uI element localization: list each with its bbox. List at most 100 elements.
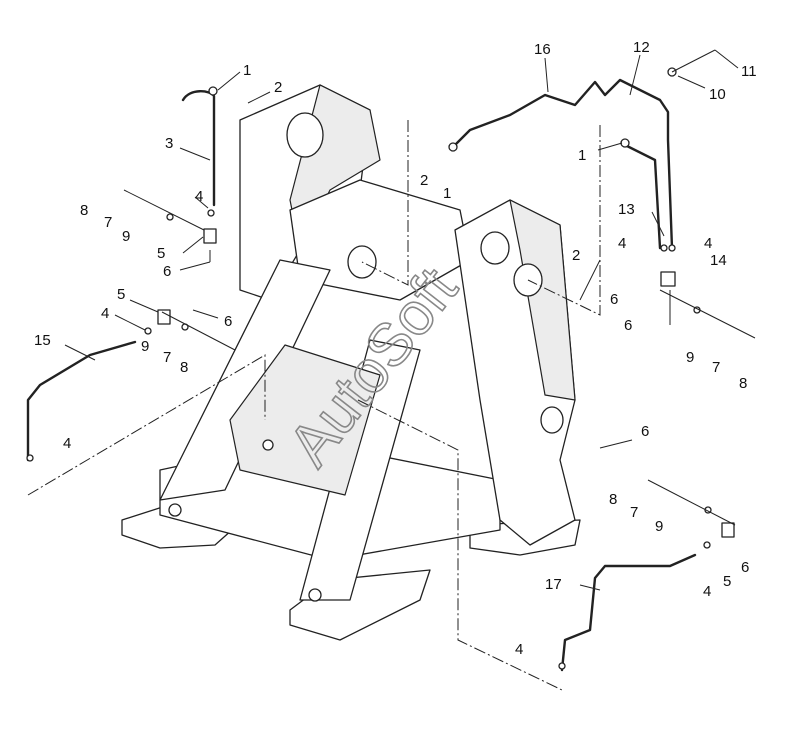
callout-13: 13 (618, 201, 635, 218)
callout-5: 5 (117, 286, 125, 303)
clamp-5-lower (721, 522, 735, 538)
leader (629, 54, 641, 96)
callout-2: 2 (274, 79, 282, 96)
leader (597, 142, 623, 151)
mount-hole-left (168, 503, 182, 517)
leader (194, 196, 209, 209)
nut-4-g (558, 662, 566, 670)
assembly-line-b (527, 125, 601, 316)
fitting-1-center (448, 142, 458, 152)
tube-15 (26, 340, 137, 462)
tube-13 (623, 143, 662, 250)
pivot-boss-left (286, 112, 324, 158)
leader (64, 344, 96, 361)
leader (544, 57, 549, 93)
callout-4: 4 (703, 583, 711, 600)
callout-3: 3 (165, 135, 173, 152)
right-tower-side (509, 199, 576, 401)
callout-4: 4 (63, 435, 71, 452)
callout-4: 4 (195, 188, 203, 205)
callout-1: 1 (243, 62, 251, 79)
leader (179, 261, 211, 271)
callout-4: 4 (515, 641, 523, 658)
assembly-line-d (357, 399, 563, 691)
callout-7: 7 (630, 504, 638, 521)
callout-15: 15 (34, 332, 51, 349)
nut-4-f (703, 541, 711, 549)
tube-3 (181, 90, 216, 207)
callout-2: 2 (420, 172, 428, 189)
front-leg-left (159, 259, 331, 501)
tube-16 (453, 78, 674, 250)
washer-9-a (166, 213, 174, 221)
nut-4-e (668, 244, 676, 252)
assembly-line-a (361, 120, 409, 286)
leader-lines (64, 49, 739, 591)
callout-14: 14 (710, 252, 727, 269)
leader (247, 91, 271, 104)
bolt-8-d (647, 479, 736, 526)
callout-8: 8 (80, 202, 88, 219)
callout-6: 6 (641, 423, 649, 440)
callout-5: 5 (723, 573, 731, 590)
callout-6: 6 (610, 291, 618, 308)
front-frame (121, 84, 581, 641)
callout-7: 7 (712, 359, 720, 376)
bolt-8-c (659, 289, 756, 339)
leader (182, 236, 204, 254)
callout-6: 6 (224, 313, 232, 330)
leader (217, 71, 241, 91)
callout-2: 2 (572, 247, 580, 264)
callout-1: 1 (443, 185, 451, 202)
mount-hole-front (308, 588, 322, 602)
callout-1: 1 (578, 147, 586, 164)
assembly-lines (27, 120, 601, 691)
nut-4-c (26, 454, 34, 462)
callout-9: 9 (122, 228, 130, 245)
callouts: 1 2 3 8 7 9 4 5 6 5 4 6 15 9 7 8 4 16 12… (34, 39, 757, 658)
pivot-boss-upper-right (480, 231, 510, 265)
inner-cavity (229, 344, 381, 496)
callout-4: 4 (704, 235, 712, 252)
tube-17 (560, 553, 697, 672)
callout-9: 9 (141, 338, 149, 355)
nut-4-b (144, 327, 152, 335)
leader (677, 75, 706, 89)
leader (114, 314, 146, 331)
callout-16: 16 (534, 41, 551, 58)
callout-8: 8 (609, 491, 617, 508)
leader (579, 259, 601, 301)
nut-4-d (660, 244, 668, 252)
callout-17: 17 (545, 576, 562, 593)
callout-7: 7 (163, 349, 171, 366)
callout-9: 9 (655, 518, 663, 535)
leader (714, 49, 739, 69)
leader (179, 147, 211, 161)
nut-4-a (207, 209, 215, 217)
callout-8: 8 (739, 375, 747, 392)
clamp-5-mid (157, 309, 171, 325)
bolt-8-b (161, 311, 236, 351)
mount-hole-mid (262, 439, 274, 451)
callout-11: 11 (741, 63, 757, 80)
callout-4: 4 (618, 235, 626, 252)
leader (599, 439, 633, 449)
assembly-line-c (27, 354, 266, 496)
callout-8: 8 (180, 359, 188, 376)
leader (651, 211, 665, 237)
bolt-11 (671, 49, 716, 73)
callout-7: 7 (104, 214, 112, 231)
callout-6: 6 (741, 559, 749, 576)
callout-9: 9 (686, 349, 694, 366)
leader (192, 309, 219, 319)
callout-6: 6 (163, 263, 171, 280)
callout-4: 4 (101, 305, 109, 322)
bolt-8-a (123, 189, 205, 231)
callout-10: 10 (709, 86, 726, 103)
callout-6: 6 (624, 317, 632, 334)
pivot-boss-lower (540, 406, 564, 434)
hardware (26, 49, 756, 670)
clamp-14 (660, 271, 676, 287)
leader (579, 584, 601, 591)
